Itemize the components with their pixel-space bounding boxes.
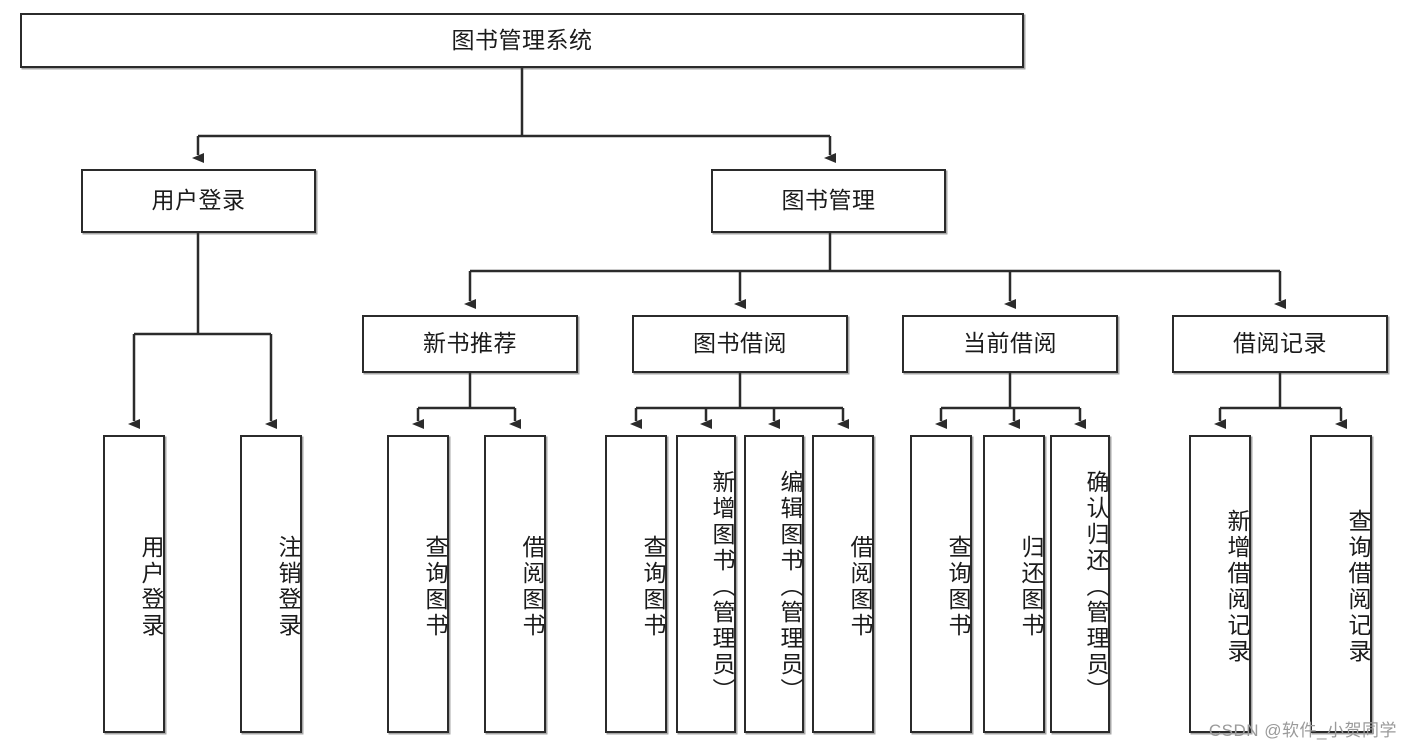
node-leaf-confirm-return[interactable]: 确认归还（管理员） [1050, 435, 1110, 733]
node-new-book-recommend[interactable]: 新书推荐 [362, 315, 578, 373]
node-leaf-query-record[interactable]: 查询借阅记录 [1310, 435, 1372, 733]
node-label: 编辑图书（管理员） [777, 470, 803, 704]
node-borrow-record[interactable]: 借阅记录 [1172, 315, 1388, 373]
node-leaf-user-login[interactable]: 用户登录 [103, 435, 165, 733]
node-label: 查询图书 [640, 535, 666, 639]
node-leaf-return-book[interactable]: 归还图书 [983, 435, 1045, 733]
node-label: 用户登录 [138, 535, 164, 639]
node-current-borrow[interactable]: 当前借阅 [902, 315, 1118, 373]
node-leaf-borrow-book-2[interactable]: 借阅图书 [812, 435, 874, 733]
node-leaf-query-book-1[interactable]: 查询图书 [387, 435, 449, 733]
node-label: 新增借阅记录 [1224, 509, 1250, 665]
node-label: 确认归还（管理员） [1083, 470, 1109, 704]
node-book-manage[interactable]: 图书管理 [711, 169, 946, 233]
node-label: 新增图书（管理员） [709, 470, 735, 704]
node-leaf-query-book-2[interactable]: 查询图书 [605, 435, 667, 733]
node-label: 借阅图书 [847, 535, 873, 639]
node-user-login[interactable]: 用户登录 [81, 169, 316, 233]
node-label: 注销登录 [275, 535, 301, 639]
node-label: 归还图书 [1018, 535, 1044, 639]
node-leaf-edit-book[interactable]: 编辑图书（管理员） [744, 435, 804, 733]
node-leaf-logout[interactable]: 注销登录 [240, 435, 302, 733]
node-book-borrow[interactable]: 图书借阅 [632, 315, 848, 373]
node-label: 查询借阅记录 [1345, 509, 1371, 665]
node-label: 借阅图书 [519, 535, 545, 639]
node-label: 查询图书 [422, 535, 448, 639]
node-label: 查询图书 [945, 535, 971, 639]
node-leaf-query-book-3[interactable]: 查询图书 [910, 435, 972, 733]
node-leaf-add-record[interactable]: 新增借阅记录 [1189, 435, 1251, 733]
node-root-system[interactable]: 图书管理系统 [20, 13, 1024, 68]
node-leaf-add-book[interactable]: 新增图书（管理员） [676, 435, 736, 733]
node-leaf-borrow-book-1[interactable]: 借阅图书 [484, 435, 546, 733]
